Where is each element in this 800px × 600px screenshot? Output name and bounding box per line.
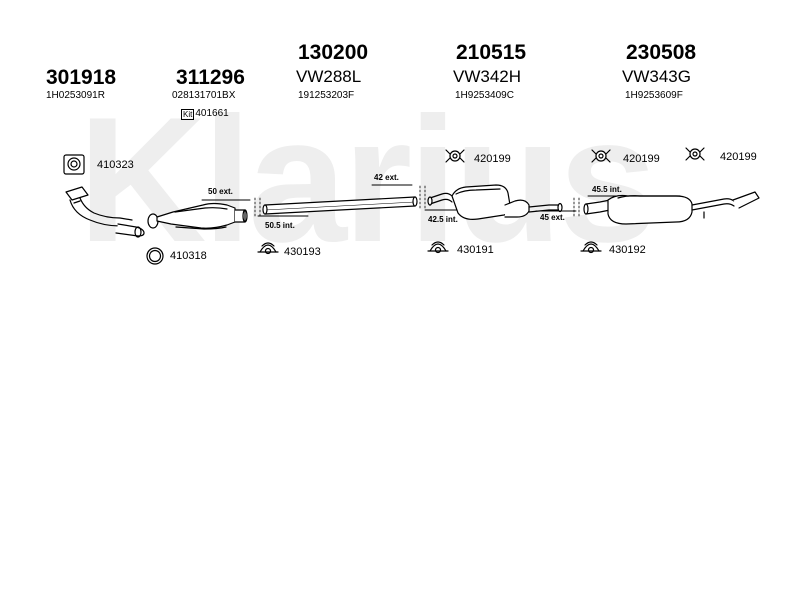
dimension-45-5-int: 45.5 int. xyxy=(592,185,622,194)
hanger-420199-a-icon[interactable] xyxy=(445,149,465,163)
gasket-410323-icon[interactable] xyxy=(63,154,85,175)
part-number-230508[interactable]: 230508 xyxy=(626,41,697,64)
ref-code-230508: VW343G xyxy=(622,67,691,86)
oem-number-210515: 1H9253409C xyxy=(455,90,514,101)
oem-number-301918: 1H0253091R xyxy=(46,90,105,101)
accessory-label-420199-a[interactable]: 420199 xyxy=(474,153,511,165)
oem-number-130200: 191253203F xyxy=(298,90,355,101)
dimension-42-ext: 42 ext. xyxy=(374,173,399,182)
ref-code-130200: VW288L xyxy=(296,67,362,86)
gasket-410318-icon[interactable] xyxy=(146,247,164,265)
kit-label: Kit xyxy=(181,108,195,120)
accessory-label-430193[interactable]: 430193 xyxy=(284,246,321,258)
accessory-label-430191[interactable]: 430191 xyxy=(457,244,494,256)
brand-watermark: Klarius xyxy=(78,80,657,279)
accessory-label-430192[interactable]: 430192 xyxy=(609,244,646,256)
middle-silencer-210515-icon[interactable] xyxy=(427,184,563,220)
oem-number-230508: 1H9253609F xyxy=(625,90,683,101)
dimension-42-5-int: 42.5 int. xyxy=(428,215,458,224)
ref-code-210515: VW342H xyxy=(453,67,522,86)
hanger-420199-c-icon[interactable] xyxy=(685,147,705,161)
center-pipe-130200-icon[interactable] xyxy=(262,196,418,215)
hanger-420199-b-icon[interactable] xyxy=(591,149,611,163)
oem-number-311296: 028131701BX xyxy=(172,90,236,101)
accessory-label-410323[interactable]: 410323 xyxy=(97,159,134,171)
front-pipe-301918-icon[interactable] xyxy=(65,186,145,238)
kit-number: 401661 xyxy=(195,108,229,119)
kit-reference[interactable]: Kit 401661 xyxy=(181,108,229,120)
accessory-label-420199-b[interactable]: 420199 xyxy=(623,153,660,165)
dimension-50-ext: 50 ext. xyxy=(208,187,233,196)
mount-430191-icon[interactable] xyxy=(427,241,449,254)
part-number-311296[interactable]: 311296 xyxy=(176,66,245,89)
part-number-301918[interactable]: 301918 xyxy=(46,66,117,89)
part-number-210515[interactable]: 210515 xyxy=(456,41,527,64)
rear-silencer-230508-icon[interactable] xyxy=(583,191,760,225)
accessory-label-420199-c[interactable]: 420199 xyxy=(720,151,757,163)
dimension-45-ext: 45 ext. xyxy=(540,213,565,222)
mount-430192-icon[interactable] xyxy=(580,241,602,254)
mount-430193-icon[interactable] xyxy=(257,242,279,255)
dimension-50-5-int: 50.5 int. xyxy=(265,221,295,230)
accessory-label-410318[interactable]: 410318 xyxy=(170,250,207,262)
catalytic-converter-311296-icon[interactable] xyxy=(147,202,248,230)
part-number-130200[interactable]: 130200 xyxy=(298,41,369,64)
